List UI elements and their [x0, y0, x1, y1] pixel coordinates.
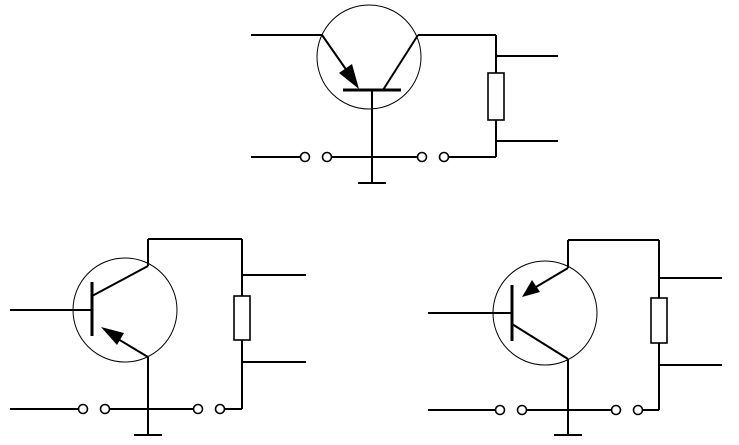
- output-terminal: [632, 404, 644, 416]
- input-terminal: [494, 404, 506, 416]
- input-terminal: [77, 403, 89, 415]
- circuit-bottom-left: [10, 238, 306, 436]
- input-terminal: [516, 404, 528, 416]
- emitter-arrow-icon: [522, 280, 540, 297]
- circuit-top: [251, 4, 558, 184]
- emitter-arrow-icon: [101, 327, 124, 345]
- output-terminal: [610, 404, 622, 416]
- collector-line: [382, 34, 419, 91]
- circuit-bottom-right: [428, 239, 722, 436]
- emitter-arrow-icon: [339, 64, 359, 89]
- output-terminal: [214, 403, 226, 415]
- load-resistor: [233, 295, 251, 341]
- emitter-line: [535, 267, 569, 288]
- load-resistor: [650, 297, 668, 344]
- collector-line: [91, 265, 149, 297]
- input-terminal: [99, 403, 111, 415]
- load-resistor: [487, 72, 505, 121]
- transistor-circle: [316, 4, 422, 110]
- collector-line: [511, 323, 569, 360]
- input-terminal: [321, 151, 333, 163]
- output-terminal: [416, 151, 428, 163]
- output-terminal: [438, 151, 450, 163]
- output-terminal: [192, 403, 204, 415]
- input-terminal: [299, 151, 311, 163]
